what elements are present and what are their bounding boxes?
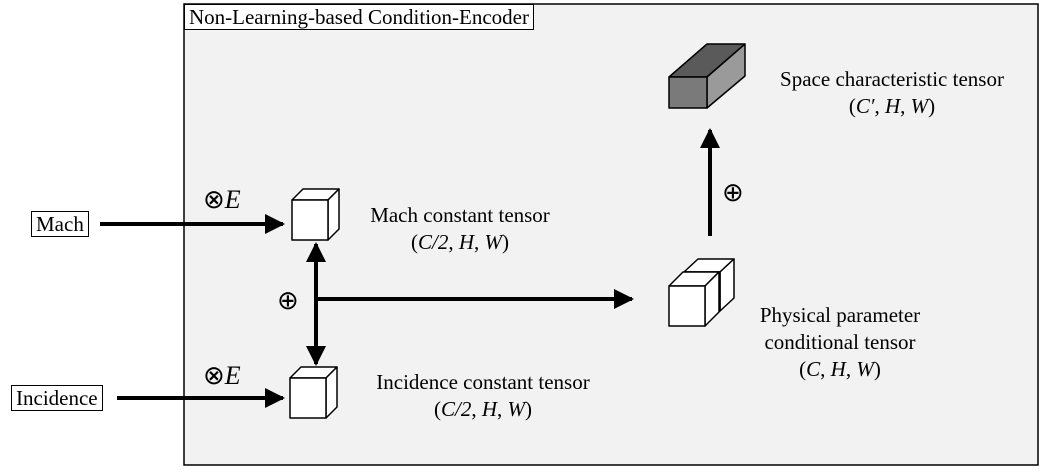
physical-tensor-name-line2: conditional tensor bbox=[764, 330, 916, 354]
embedding-symbol: E bbox=[224, 185, 241, 214]
concat-symbol-up: ⊕ bbox=[722, 178, 744, 208]
space-characteristic-prism bbox=[668, 43, 746, 109]
incidence-constant-cube bbox=[289, 366, 338, 419]
incidence-tensor-name: Incidence constant tensor bbox=[376, 370, 590, 394]
mach-tensor-dims: (C/2, H, W) bbox=[410, 230, 509, 254]
incidence-tensor-label: Incidence constant tensor (C/2, H, W) bbox=[355, 369, 611, 423]
incidence-tensor-dims: (C/2, H, W) bbox=[433, 397, 532, 421]
otimes-symbol: ⊗ bbox=[203, 361, 225, 391]
incidence-input-box: Incidence bbox=[11, 385, 103, 411]
physical-tensor-name-line1: Physical parameter bbox=[759, 303, 921, 327]
physical-tensor-label: Physical parameter conditional tensor (C… bbox=[740, 302, 940, 383]
mach-input-box: Mach bbox=[31, 211, 89, 237]
incidence-tensor-product-label: ⊗E bbox=[203, 361, 241, 391]
encoder-title: Non-Learning-based Condition-Encoder bbox=[184, 4, 534, 30]
otimes-symbol: ⊗ bbox=[203, 185, 225, 215]
space-tensor-dims: (C′, H, W) bbox=[848, 94, 936, 118]
mach-tensor-name: Mach constant tensor bbox=[370, 203, 550, 227]
space-tensor-name: Space characteristic tensor bbox=[780, 67, 1004, 91]
embedding-symbol: E bbox=[224, 361, 241, 390]
mach-tensor-product-label: ⊗E bbox=[203, 185, 241, 215]
physical-parameter-cubes bbox=[668, 258, 735, 327]
mach-tensor-label: Mach constant tensor (C/2, H, W) bbox=[352, 202, 568, 256]
concat-symbol-left: ⊕ bbox=[277, 286, 299, 316]
physical-tensor-dims: (C, H, W) bbox=[799, 357, 881, 381]
space-tensor-label: Space characteristic tensor (C′, H, W) bbox=[754, 66, 1030, 120]
mach-constant-cube bbox=[291, 188, 340, 241]
